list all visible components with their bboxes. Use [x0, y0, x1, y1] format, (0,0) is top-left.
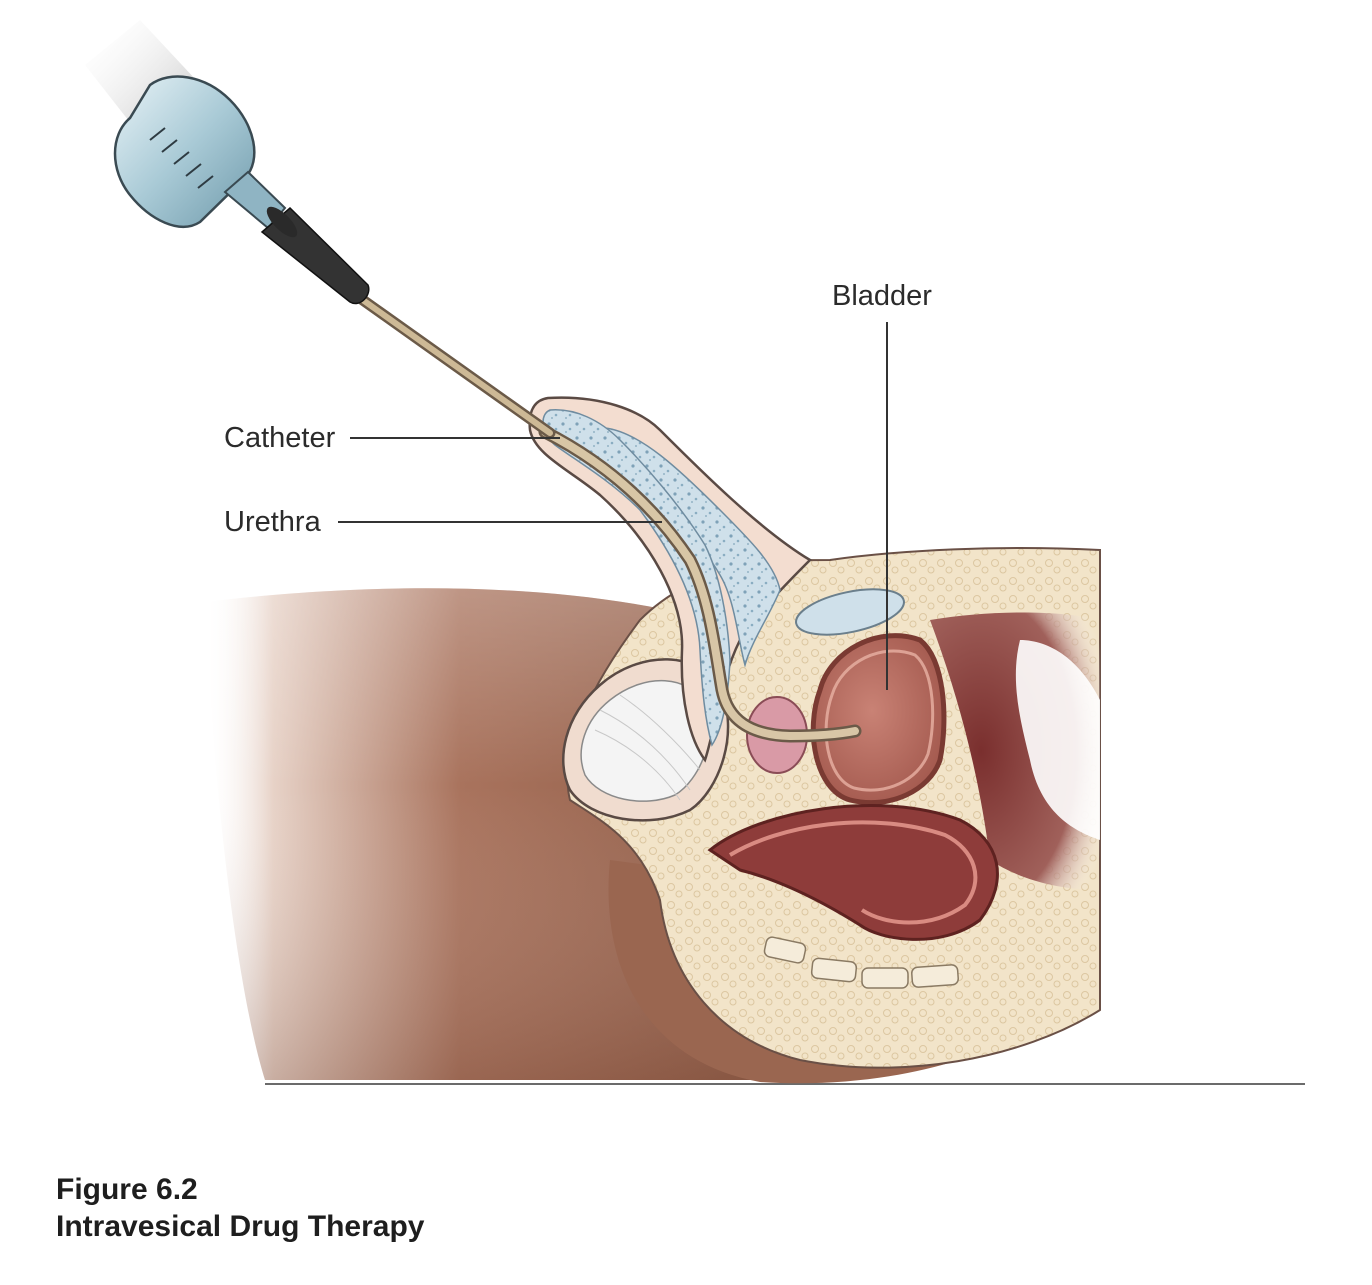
pubic-bone — [795, 588, 905, 636]
bowel — [707, 804, 999, 941]
urethra-label: Urethra — [224, 506, 321, 538]
catheter-label: Catheter — [224, 422, 336, 454]
syringe-icon — [85, 20, 370, 305]
penis — [528, 396, 813, 763]
bladder — [810, 633, 947, 806]
catheter-tube-icon — [354, 292, 556, 439]
figure-title: Intravesical Drug Therapy — [56, 1210, 425, 1243]
figure-number: Figure 6.2 — [56, 1173, 198, 1206]
testis — [580, 680, 710, 802]
bladder-label: Bladder — [832, 280, 932, 312]
sacrum — [763, 936, 959, 989]
